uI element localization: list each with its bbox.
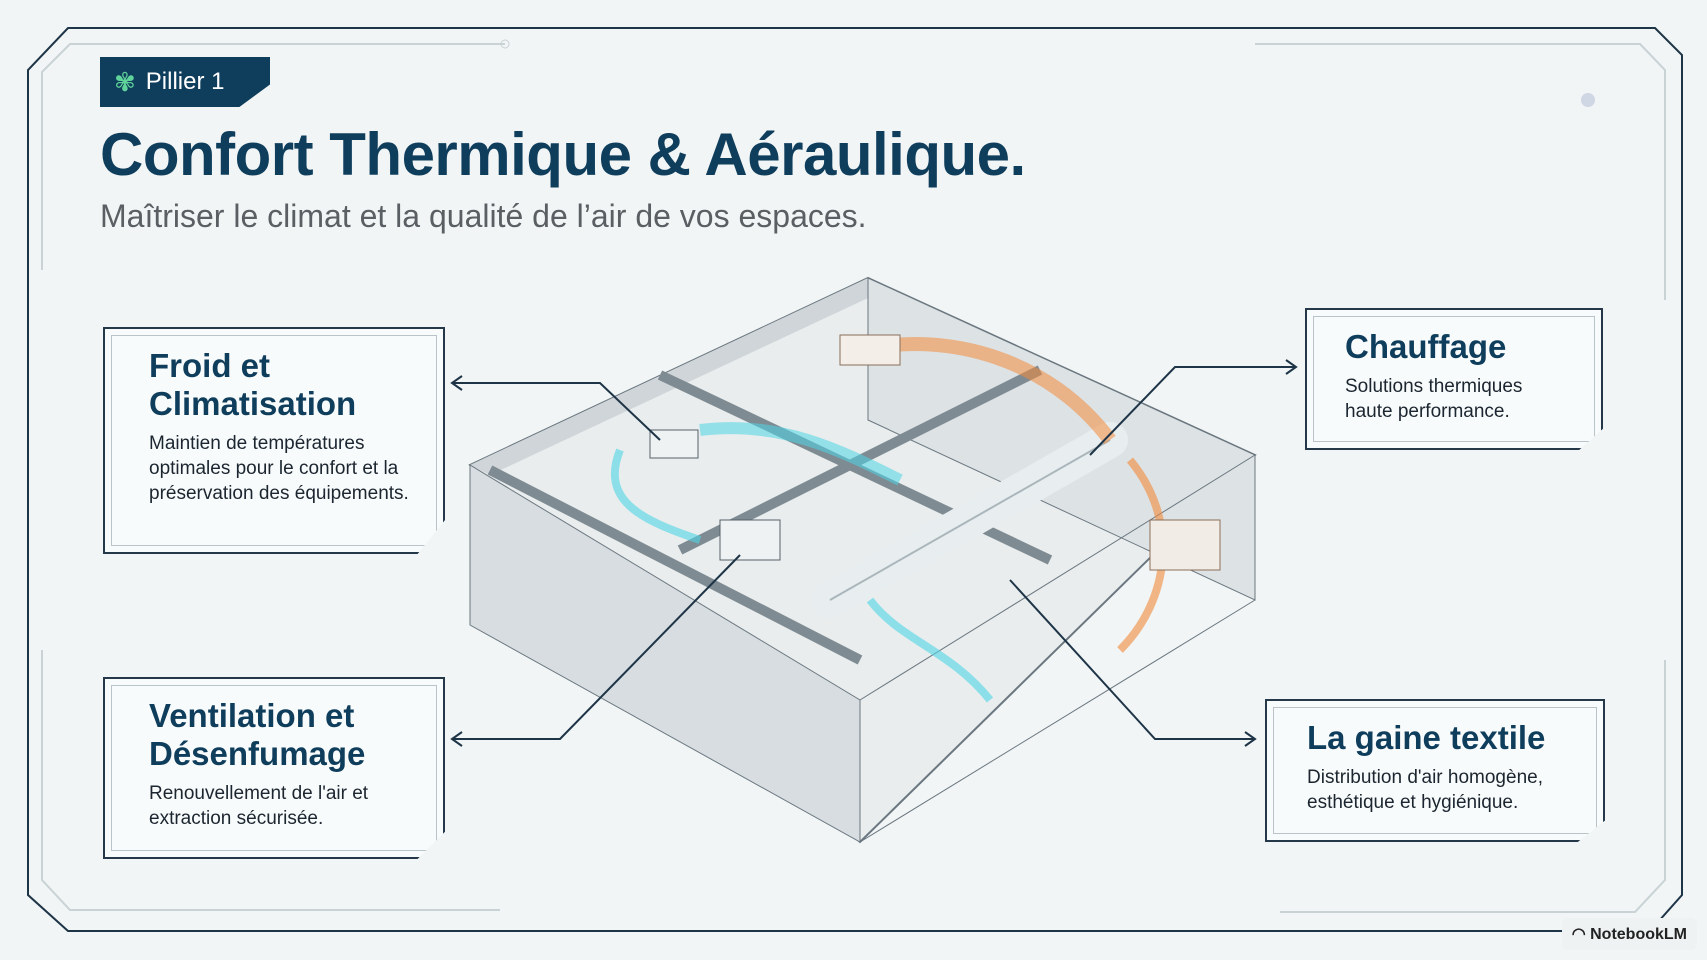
page-subtitle: Maîtriser le climat et la qualité de l’a…: [100, 198, 867, 234]
pillar-badge: ✾ Pillier 1: [100, 57, 270, 107]
panel-title: Froid et Climatisation: [149, 347, 357, 422]
panel-text: Maintien de températures optimales pour …: [149, 433, 409, 504]
panel-gaine: La gaine textile Distribution d'air homo…: [1265, 699, 1605, 842]
fan-icon: ✾: [114, 66, 136, 97]
watermark-icon: ◠: [1571, 926, 1591, 943]
panel-chauffage: Chauffage Solutions thermiques haute per…: [1305, 308, 1603, 450]
page-title: Confort Thermique & Aéraulique.: [100, 121, 1026, 188]
panel-title: Chauffage: [1345, 328, 1507, 365]
panel-title: Ventilation et Désenfumage: [149, 697, 366, 772]
badge-label: Pillier 1: [145, 68, 225, 95]
panel-title: La gaine textile: [1307, 719, 1546, 756]
panel-froid: Froid et Climatisation Maintien de tempé…: [103, 327, 445, 554]
panel-text: Distribution d'air homogène, esthétique …: [1307, 767, 1543, 813]
notebooklm-watermark: ◠ NotebookLM: [1561, 918, 1697, 950]
panel-text: Solutions thermiques haute performance.: [1345, 376, 1523, 422]
panel-text: Renouvellement de l'air et extraction sé…: [149, 783, 369, 829]
callout-lines: [450, 359, 1298, 747]
watermark-text: NotebookLM: [1590, 926, 1687, 943]
building-illustration: [468, 276, 1257, 844]
panel-ventilation: Ventilation et Désenfumage Renouvellemen…: [103, 677, 445, 859]
